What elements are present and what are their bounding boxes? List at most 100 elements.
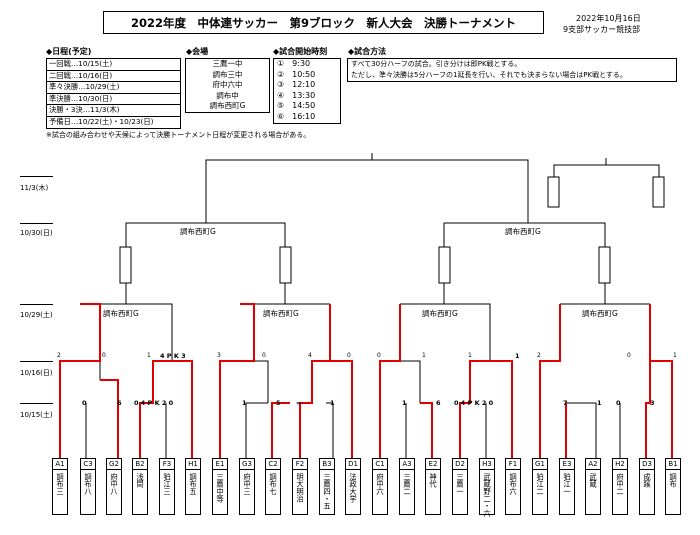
- team-code: H2: [613, 459, 627, 470]
- header-org: 9支部サッカー競技部: [563, 25, 641, 34]
- team-name: 府中六: [376, 473, 385, 495]
- date-rule: [20, 304, 53, 305]
- score: 0 4 P K 2 0: [134, 399, 174, 407]
- method-line: ただし、準々決勝は5分ハーフの1延長を行い、それでも決まらない場合はPK戦とする…: [351, 70, 627, 79]
- score: 0: [627, 352, 631, 359]
- team-code: E3: [560, 459, 574, 470]
- team-code: E2: [426, 459, 440, 470]
- score: 0 4 P K 2 0: [454, 399, 494, 407]
- team-name: 法政大学: [349, 473, 358, 503]
- schedule-row: 一回戦…10/15(土): [47, 59, 180, 71]
- times-table: ① 9:30 ② 10:50 ③ 12:10 ④ 13:30 ⑤ 14:50 ⑥…: [273, 58, 341, 124]
- score: 0: [377, 352, 381, 359]
- venue-label-qf: 調布西町G: [263, 309, 299, 318]
- schedule-table: 一回戦…10/15(土) 二回戦…10/16(日) 準々決勝…10/29(土) …: [46, 58, 181, 129]
- team-name: 府中八: [110, 473, 119, 495]
- bracket-black-lines: [80, 153, 665, 458]
- date-label-qf: 10/29(土): [20, 311, 53, 319]
- team-name: 府中三: [243, 473, 252, 495]
- team-name: 調布八: [84, 473, 93, 495]
- time-row: ④ 13:30: [277, 90, 316, 100]
- team-code: A1: [53, 459, 67, 470]
- team-box: E2 神代: [425, 458, 441, 515]
- team-name: 府中二: [616, 473, 625, 495]
- method-title: ◆試合方法: [348, 47, 387, 56]
- team-box: B3 三鷹四・五: [319, 458, 335, 515]
- score: 1: [422, 352, 426, 359]
- time-row: ⑤ 14:50: [277, 101, 316, 111]
- team-name: 成蹊: [643, 473, 652, 488]
- score: 6: [117, 399, 122, 407]
- time-row: ② 10:50: [277, 69, 316, 79]
- team-name: 狛江三: [163, 473, 172, 495]
- venue-row: 調布西町G: [209, 101, 246, 111]
- score: 0: [616, 399, 621, 407]
- schedule-row: 準決勝…10/30(日): [47, 94, 180, 106]
- venues-title: ◆会場: [186, 47, 209, 56]
- venue-row: 三鷹一中: [212, 59, 243, 68]
- team-name: 調布七: [269, 473, 278, 495]
- team-name: 調布: [669, 473, 678, 488]
- score: 1: [402, 399, 407, 407]
- date-rule: [20, 403, 53, 404]
- score: 0: [262, 352, 266, 359]
- team-name: 調布五: [189, 473, 198, 495]
- bracket-winner-lines: [59, 303, 673, 458]
- score: 4 P K 3: [160, 352, 186, 360]
- score: 1: [597, 399, 602, 407]
- score: 4: [308, 352, 312, 359]
- schedule-row: 二回戦…10/16(日): [47, 71, 180, 83]
- team-box: B1 調布: [665, 458, 681, 515]
- header-date: 2022年10月16日: [576, 14, 641, 23]
- score: 0: [102, 352, 106, 359]
- team-code: A3: [400, 459, 414, 470]
- team-code: F1: [506, 459, 520, 470]
- venue-label-final-right: 調布西町G: [505, 227, 541, 236]
- team-name: 神代: [429, 473, 438, 488]
- date-label-r1: 10/15(土): [20, 411, 53, 419]
- score: 1: [673, 352, 677, 359]
- team-code: G1: [533, 459, 547, 470]
- team-code: C2: [266, 459, 280, 470]
- time-row: ① 9:30: [277, 59, 311, 68]
- team-name: 調布六: [509, 473, 518, 495]
- team-code: B1: [666, 459, 680, 470]
- score: 0: [347, 352, 351, 359]
- team-box: H2 府中二: [612, 458, 628, 515]
- team-name: 狛江二: [536, 473, 545, 495]
- date-rule: [20, 176, 53, 177]
- schedule-row: 決勝・3決…11/3(木): [47, 105, 180, 117]
- team-name: 調布三: [56, 473, 65, 495]
- team-name: 武蔵: [589, 473, 598, 488]
- team-box: C2 調布七: [265, 458, 281, 515]
- team-code: F3: [160, 459, 174, 470]
- score: =: [296, 399, 302, 407]
- team-code: B3: [320, 459, 334, 470]
- team-code: B2: [133, 459, 147, 470]
- team-name: 浅間: [136, 473, 145, 488]
- times-title: ◆試合開始時刻: [273, 47, 328, 56]
- venue-row: 調布中: [216, 90, 239, 100]
- team-code: C3: [81, 459, 95, 470]
- team-box: A1 調布三: [52, 458, 68, 515]
- team-name: 三鷹四・五: [323, 473, 332, 510]
- team-box: G1 狛江二: [532, 458, 548, 515]
- score: 2: [537, 352, 541, 359]
- team-code: G3: [240, 459, 254, 470]
- time-row: ③ 12:10: [277, 80, 316, 90]
- team-name: 三鷹二: [403, 473, 412, 495]
- team-code: D3: [640, 459, 654, 470]
- team-code: D1: [346, 459, 360, 470]
- method-box: すべて30分ハーフの試合。引き分けは即PK戦とする。 ただし、準々決勝は5分ハー…: [347, 58, 677, 82]
- team-box: C3 調布八: [80, 458, 96, 515]
- method-line: すべて30分ハーフの試合。引き分けは即PK戦とする。: [351, 60, 522, 68]
- venue-label-qf: 調布西町G: [103, 309, 139, 318]
- team-box: F1 調布六: [505, 458, 521, 515]
- score: 0: [82, 399, 87, 407]
